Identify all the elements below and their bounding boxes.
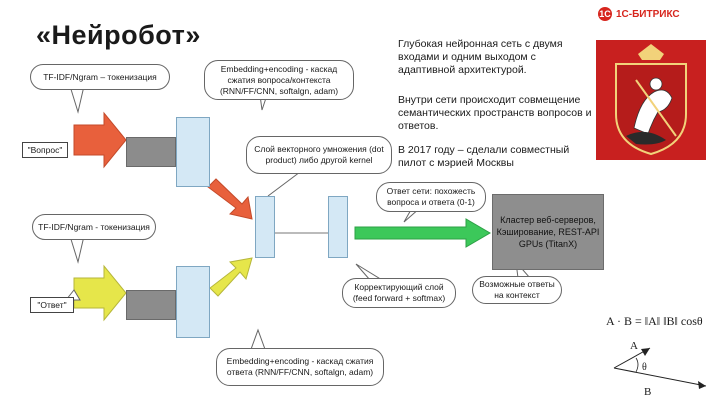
theta-label: θ	[642, 362, 647, 373]
question-label: "Вопрос"	[22, 142, 68, 158]
net-answer-bubble: Ответ сети: похожесть вопроса и ответа (…	[376, 182, 486, 212]
embedding-bubble-bottom: Embedding+encoding - каскад сжатия ответ…	[216, 348, 384, 386]
vector-layer-bubble: Слой векторного умножения (dot product) …	[246, 136, 392, 174]
server-line-3: GPUs (TitanX)	[518, 239, 578, 249]
bitrix-logo-text: 1С-БИТРИКС	[616, 8, 680, 20]
tokenizer-block-bottom	[126, 290, 176, 320]
tokenizer-block-top	[126, 137, 176, 167]
green-arrow	[354, 218, 491, 248]
tokenization-bubble-bottom: TF-IDF/Ngram - токенизация	[32, 214, 156, 240]
server-line-1: Кластер веб-серверов,	[500, 215, 596, 225]
diagonal-arrow-bottom	[209, 257, 253, 297]
architecture-note: Глубокая нейронная сеть с двумя входами …	[398, 38, 563, 76]
bitrix-logo-icon: 1С	[598, 7, 612, 21]
correcting-layer-block	[328, 196, 348, 258]
diagonal-arrow-top	[207, 178, 253, 220]
bitrix-logo: 1С 1С-БИТРИКС	[598, 2, 708, 26]
page-title: «Нейробот»	[36, 20, 201, 50]
tokenization-bubble-top: TF-IDF/Ngram – токенизация	[30, 64, 170, 90]
answer-arrow	[73, 264, 127, 322]
embedding-bubble-top: Embedding+encoding - каскад сжатия вопро…	[204, 60, 354, 100]
vector-layer-block	[255, 196, 275, 258]
vector-b-label: B	[644, 386, 652, 398]
semantic-note: Внутри сети происходит совмещение семант…	[398, 94, 592, 132]
cosine-formula: A · B = ‖A‖ ‖B‖ cosθ	[606, 314, 703, 328]
vector-angle-diagram	[613, 347, 707, 389]
question-arrow	[73, 111, 127, 169]
correcting-layer-bubble: Корректирующий слой (feed forward + soft…	[342, 278, 456, 308]
server-cluster-block: Кластер веб-серверов, Кэширование, REST-…	[492, 194, 604, 270]
server-line-2: Кэширование, REST-API	[496, 227, 600, 237]
encoder-block-top	[176, 117, 210, 187]
moscow-emblem-image	[596, 40, 706, 160]
vector-a-label: A	[630, 340, 638, 352]
answer-label: "Ответ"	[30, 297, 74, 313]
possible-answers-bubble: Возможные ответы на контекст	[472, 276, 562, 304]
encoder-block-bottom	[176, 266, 210, 338]
pilot-note: В 2017 году – сделали совместный пилот с…	[398, 144, 570, 169]
